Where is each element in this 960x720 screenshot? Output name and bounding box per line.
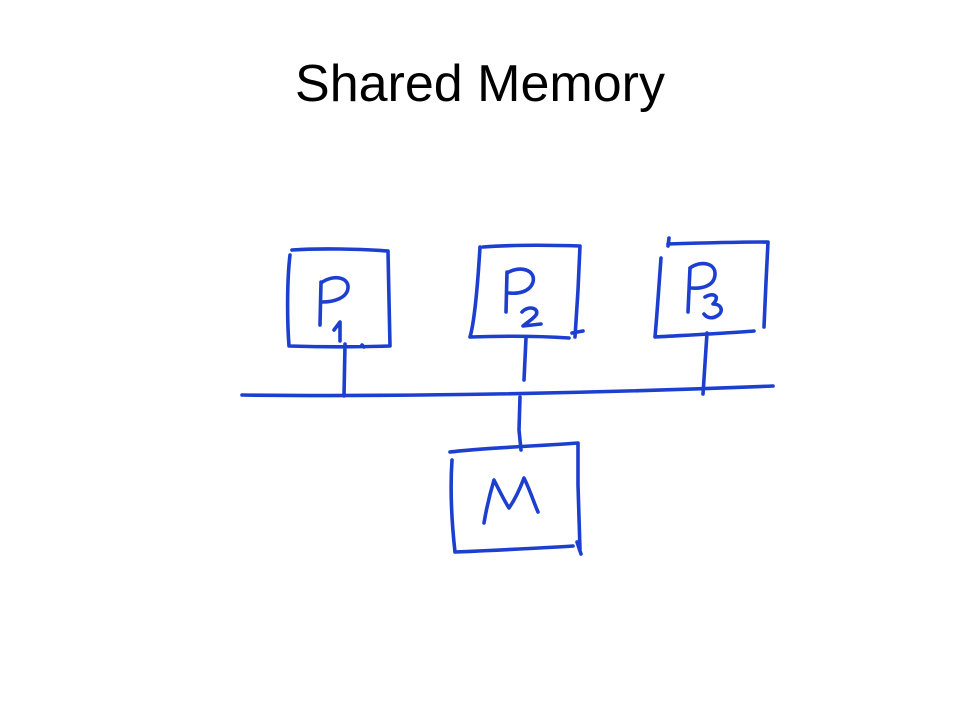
processor-p2-bus-connector [522, 336, 528, 382]
shared-bus-line [240, 384, 775, 398]
memory-bus-connector [517, 395, 523, 452]
memory-letter-m [482, 476, 540, 525]
memory-box-m [448, 395, 583, 556]
processor-p1-bus-connector [342, 342, 347, 398]
processor-p2-outline [468, 243, 585, 340]
processor-p1-subscript-1 [332, 320, 342, 343]
processor-p1-letter-p [318, 275, 350, 327]
processor-box-p2 [468, 243, 585, 382]
slide-title: Shared Memory [295, 55, 665, 113]
processor-p3-letter-p [686, 261, 717, 314]
processor-p3-bus-connector [701, 331, 709, 396]
processor-p1-outline [285, 247, 392, 349]
processor-box-p1 [285, 247, 392, 398]
memory-m-outline [448, 441, 583, 556]
processor-p3-subscript-3 [702, 293, 723, 320]
processor-p3-outline [653, 236, 770, 339]
processor-box-p3 [653, 236, 770, 396]
processor-p1-pen-mark [360, 343, 366, 349]
processor-p2-subscript-2 [520, 306, 543, 328]
processor-p2-letter-p [504, 267, 536, 314]
